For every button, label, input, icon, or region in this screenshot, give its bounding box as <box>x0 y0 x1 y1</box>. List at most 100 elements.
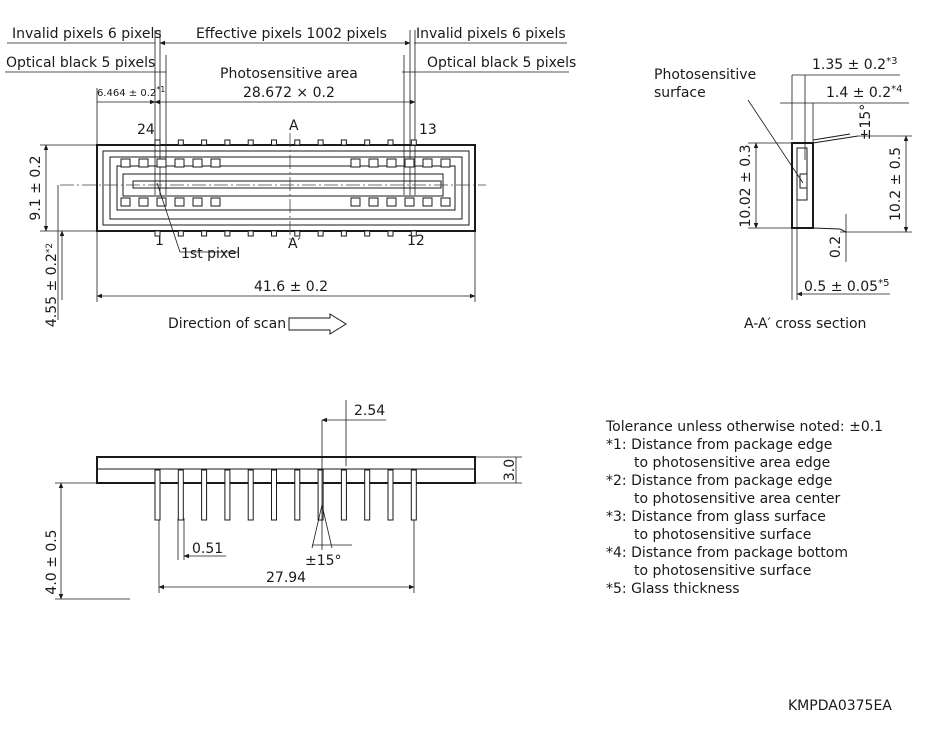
bond-pad <box>404 158 415 168</box>
glass-dist-label: 1.35 ± 0.2*3 <box>812 56 897 73</box>
bond-pad <box>350 158 361 168</box>
bond-pad <box>210 197 221 207</box>
side-lead <box>177 469 184 521</box>
top-pin <box>317 139 324 146</box>
bond-pad <box>440 158 451 168</box>
optical-black-right-label: Optical black 5 pixels <box>427 55 576 71</box>
top-pin <box>271 139 277 146</box>
bottom-pin <box>271 230 277 237</box>
bottom-pin <box>387 230 394 237</box>
bond-pad <box>138 197 149 207</box>
side-leads <box>154 469 417 521</box>
top-pin <box>154 139 161 146</box>
package-inner-outline <box>102 150 470 226</box>
bond-pad <box>386 197 397 207</box>
top-pin <box>340 139 347 146</box>
drawing-code: KMPDA0375EA <box>788 698 892 714</box>
bottom-pin <box>154 230 161 237</box>
notes: Tolerance unless otherwise noted: ±0.1 *… <box>605 419 883 597</box>
glass-thickness-label: 0.5 ± 0.05*5 <box>804 278 889 295</box>
top-pins <box>154 139 417 237</box>
scan-direction-label: Direction of scan <box>168 316 286 332</box>
photosensitive-area-label: Photosensitive area <box>220 66 358 82</box>
bond-pad <box>350 197 361 207</box>
thickness-label: 3.0 <box>502 459 518 481</box>
effective-pixels-label: Effective pixels 1002 pixels <box>196 26 387 42</box>
note-2a: *2: Distance from package edge <box>606 473 832 489</box>
note-2b: to photosensitive area center <box>634 491 841 507</box>
section-a-prime-label: A′ <box>288 236 301 252</box>
side-lead <box>271 469 277 521</box>
bond-pad <box>422 158 433 168</box>
cs-height-left-label: 10.02 ± 0.3 <box>738 145 754 228</box>
invalid-pixels-right-label: Invalid pixels 6 pixels <box>416 26 566 42</box>
span-label: 27.94 <box>266 570 306 586</box>
bond-pad <box>404 197 415 207</box>
cs-cavity <box>796 147 808 201</box>
bottom-pin <box>317 230 324 237</box>
note-5: *5: Glass thickness <box>606 581 740 597</box>
side-lead <box>224 469 231 521</box>
pin-24-label: 24 <box>137 122 155 138</box>
bottom-pin <box>340 230 347 237</box>
lead-thickness-label: 0.2 <box>828 236 844 258</box>
bottom-dist-label: 1.4 ± 0.2*4 <box>826 84 903 101</box>
top-pin <box>224 139 231 146</box>
photosensitive-surface-label-line2: surface <box>654 85 706 101</box>
side-lead <box>294 469 301 521</box>
lead-width-label: 0.51 <box>192 541 223 557</box>
bond-pad <box>386 158 397 168</box>
optical-black-left-label: Optical black 5 pixels <box>6 55 155 71</box>
cs-package <box>791 142 814 229</box>
bottom-pin <box>177 230 184 237</box>
cs-lead-top-2 <box>812 135 859 144</box>
first-pixel-label: 1st pixel <box>181 246 240 262</box>
note-3b: to photosensitive surface <box>634 527 811 543</box>
angle-line <box>311 504 323 549</box>
pin-1-label: 1 <box>155 233 164 249</box>
note-4b: to photosensitive surface <box>634 563 811 579</box>
side-lead <box>154 469 161 521</box>
top-pin <box>201 139 208 146</box>
bond-pad <box>120 197 131 207</box>
bond-pad <box>120 158 131 168</box>
bottom-pin <box>364 230 371 237</box>
note-4a: *4: Distance from package bottom <box>606 545 848 561</box>
bond-pad <box>192 197 203 207</box>
pitch-label: 2.54 <box>354 403 385 419</box>
bond-pad <box>210 158 221 168</box>
bond-pad <box>440 197 451 207</box>
cross-section-view: Photosensitive surface 1.35 ± 0.2*3 1.4 … <box>654 56 912 332</box>
side-lead <box>201 469 208 521</box>
cs-lead-top <box>812 133 851 141</box>
bond-pad <box>368 197 379 207</box>
bottom-pin <box>201 230 208 237</box>
section-a-label: A <box>289 118 299 134</box>
bond-pad <box>156 197 167 207</box>
side-angle-label: ±15° <box>305 553 342 569</box>
side-package-body <box>96 456 476 484</box>
bond-pads <box>120 158 451 207</box>
height-dim-label: 9.1 ± 0.2 <box>28 155 44 220</box>
note-1b: to photosensitive area edge <box>634 455 830 471</box>
side-lead <box>387 469 394 521</box>
pin-12-label: 12 <box>407 233 425 249</box>
angle-line <box>321 504 333 549</box>
note-1a: *1: Distance from package edge <box>606 437 832 453</box>
width-dim-label: 41.6 ± 0.2 <box>254 279 328 295</box>
photosensitive-surface-label-line1: Photosensitive <box>654 67 756 83</box>
top-pin <box>294 139 301 146</box>
bond-pad <box>422 197 433 207</box>
bond-pad <box>174 197 185 207</box>
invalid-pixels-left-label: Invalid pixels 6 pixels <box>12 26 162 42</box>
top-pin <box>410 139 417 146</box>
top-view: Invalid pixels 6 pixels Effective pixels… <box>5 26 576 335</box>
side-lead <box>340 469 347 521</box>
side-view: 2.54 3.0 0.51 ±15° 27.94 4.0 ± 0.5 <box>44 400 522 600</box>
side-lead <box>410 469 417 521</box>
top-pin <box>387 139 394 146</box>
cs-lead-bottom <box>812 227 847 233</box>
bond-pad <box>174 158 185 168</box>
top-pin <box>364 139 371 146</box>
scan-direction-arrow <box>288 313 347 335</box>
